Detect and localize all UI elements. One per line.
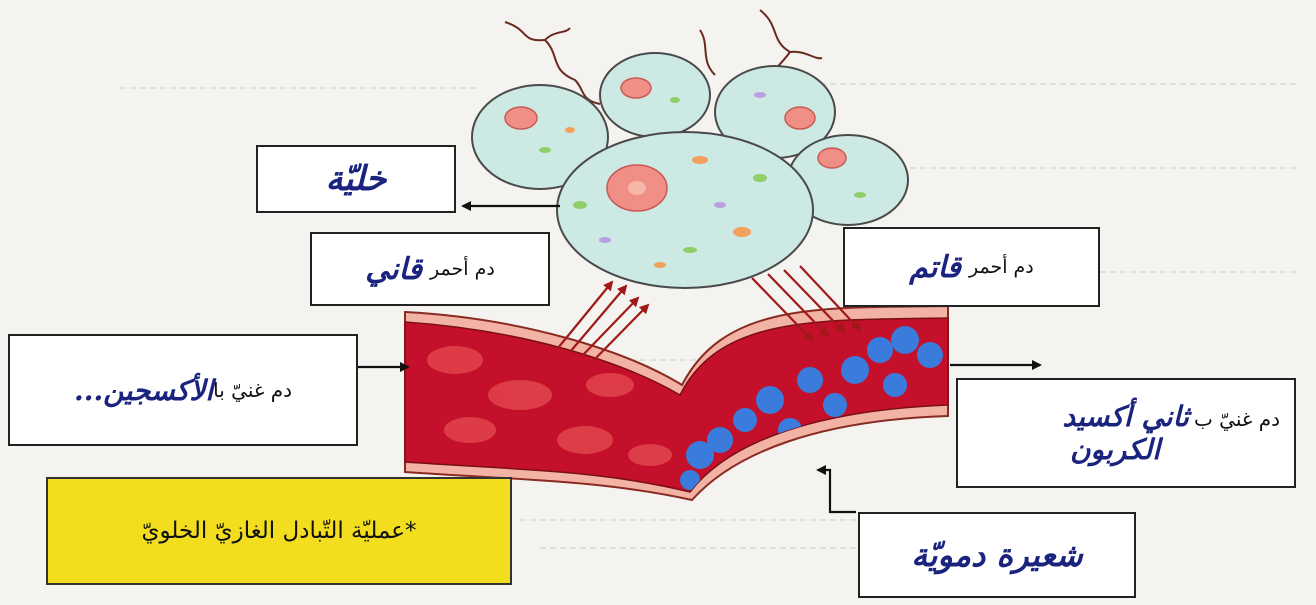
label-capillary: شعيرة دمويّة xyxy=(858,512,1136,598)
label-co2-rich-blood: دم غنيّ ب ثاني أكسيد الكربون xyxy=(956,378,1296,488)
label-cell: خليّة xyxy=(256,145,456,213)
label-co2-rich-line1-row: دم غنيّ ب ثاني أكسيد xyxy=(1062,400,1280,433)
nucleus-top xyxy=(621,78,651,98)
label-bright-red-prefix: دم أحمر xyxy=(430,258,495,280)
nucleus-upper-left xyxy=(505,107,537,129)
label-co2-rich-line2: الكربون xyxy=(1070,433,1160,466)
label-co2-rich-prefix: دم غنيّ ب xyxy=(1194,407,1280,431)
label-dark-red-blood: دم أحمر قاتم xyxy=(843,227,1100,307)
cell-top xyxy=(600,53,710,137)
label-dark-red-word: قاتم xyxy=(909,250,961,285)
arrow-to-capillary xyxy=(818,470,856,512)
vessel-lumen xyxy=(405,318,948,492)
label-bright-red-word: قاني xyxy=(365,252,422,287)
diagram-title: *عمليّة التّبادل الغازيّ الخلويّ xyxy=(142,518,417,544)
label-co2-rich-line1: ثاني أكسيد xyxy=(1062,400,1188,433)
label-oxygen-rich-blood: دم غنيّ با الأكسجين... xyxy=(8,334,358,446)
capillary-vessel xyxy=(405,306,948,500)
label-oxygen-rich-word: الأكسجين... xyxy=(74,374,213,407)
label-oxygen-rich-prefix: دم غنيّ با xyxy=(213,378,292,402)
label-dark-red-prefix: دم أحمر xyxy=(969,256,1034,278)
label-bright-red-blood: دم أحمر قاني xyxy=(310,232,550,306)
nucleus-right xyxy=(818,148,846,168)
diagram-title-box: *عمليّة التّبادل الغازيّ الخلويّ xyxy=(46,477,512,585)
label-cell-text: خليّة xyxy=(326,159,387,199)
nucleus-top-right xyxy=(785,107,815,129)
cell-main xyxy=(557,132,813,288)
label-capillary-text: شعيرة دمويّة xyxy=(911,536,1082,574)
